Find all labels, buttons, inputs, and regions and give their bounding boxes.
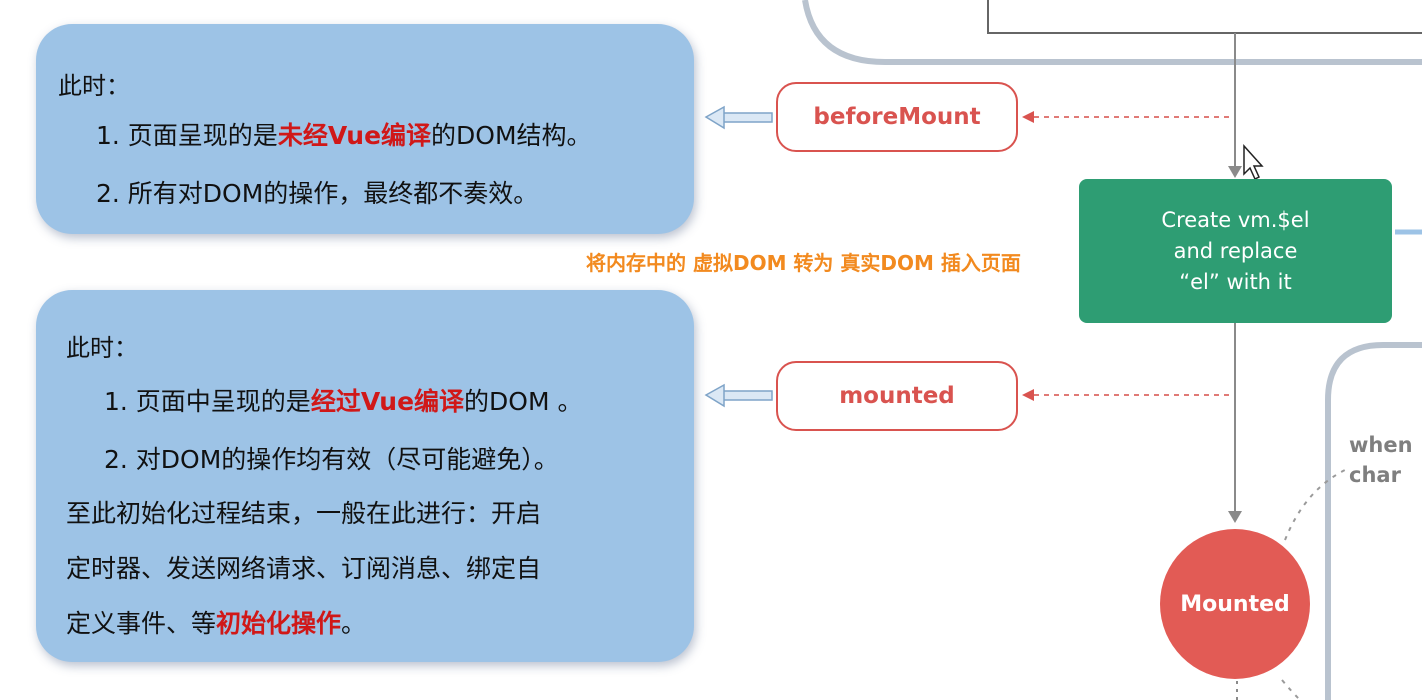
note-line-2: 2. 对DOM的操作均有效（尽可能避免）。	[104, 445, 559, 474]
note-highlight: 经过Vue编译	[310, 387, 465, 416]
dashed-arrowhead-mounted	[1022, 389, 1034, 401]
note-text: 的DOM结构。	[431, 121, 592, 150]
note-text: 1. 页面呈现的是	[96, 121, 278, 150]
note-heading: 此时：	[58, 72, 130, 100]
note-line-4: 定时器、发送网络请求、订阅消息、绑定自	[66, 554, 542, 583]
top-inner-box	[987, 0, 1422, 34]
when-changed-label: when char	[1349, 430, 1413, 490]
mounted-state-circle: Mounted	[1160, 529, 1310, 679]
note-text: 的DOM 。	[464, 387, 583, 416]
hook-mounted: mounted	[776, 361, 1018, 431]
note-highlight: 未经Vue编译	[277, 121, 432, 150]
cursor-icon	[1243, 144, 1264, 181]
note-mounted: 此时： 1. 页面中呈现的是经过Vue编译的DOM 。 2. 对DOM的操作均有…	[36, 290, 694, 662]
right-container-outline	[1325, 342, 1422, 700]
note-text: 定义事件、等	[66, 609, 217, 638]
note-highlight: 初始化操作	[216, 609, 342, 638]
top-container-outline	[802, 0, 1422, 65]
note-line-1: 1. 页面中呈现的是经过Vue编译的DOM 。	[104, 382, 582, 418]
note-text: 1. 页面中呈现的是	[104, 387, 311, 416]
flow-arrow-1	[1228, 166, 1242, 178]
dashed-arrowhead-beforeMount	[1022, 111, 1034, 123]
create-vm-el-step: Create vm.$el and replace “el” with it	[1079, 179, 1392, 323]
update-loop-curve	[1284, 469, 1346, 541]
when-label-line-1: when	[1349, 433, 1413, 457]
hollow-arrow-top	[704, 105, 773, 130]
flow-arrow-2	[1228, 511, 1242, 523]
hollow-arrow-bottom	[704, 383, 773, 408]
note-before-mount: 此时： 1. 页面呈现的是未经Vue编译的DOM结构。 2. 所有对DOM的操作…	[36, 24, 694, 234]
note-text: 。	[341, 609, 367, 638]
note-line-1: 1. 页面呈现的是未经Vue编译的DOM结构。	[96, 116, 592, 152]
note-line-2: 2. 所有对DOM的操作，最终都不奏效。	[96, 179, 539, 208]
step-line-2: and replace	[1173, 238, 1298, 263]
note-line-5: 定义事件、等初始化操作。	[66, 604, 366, 640]
when-label-line-2: char	[1349, 463, 1401, 487]
hook-before-mount: beforeMount	[776, 82, 1018, 152]
note-heading: 此时：	[66, 334, 138, 362]
annotation-caption: 将内存中的 虚拟DOM 转为 真实DOM 插入页面	[586, 251, 1021, 275]
update-loop-curve-bottom	[1281, 679, 1301, 700]
step-line-1: Create vm.$el	[1161, 207, 1310, 232]
step-line-3: “el” with it	[1179, 269, 1292, 294]
note-line-3: 至此初始化过程结束，一般在此进行：开启	[66, 499, 542, 528]
